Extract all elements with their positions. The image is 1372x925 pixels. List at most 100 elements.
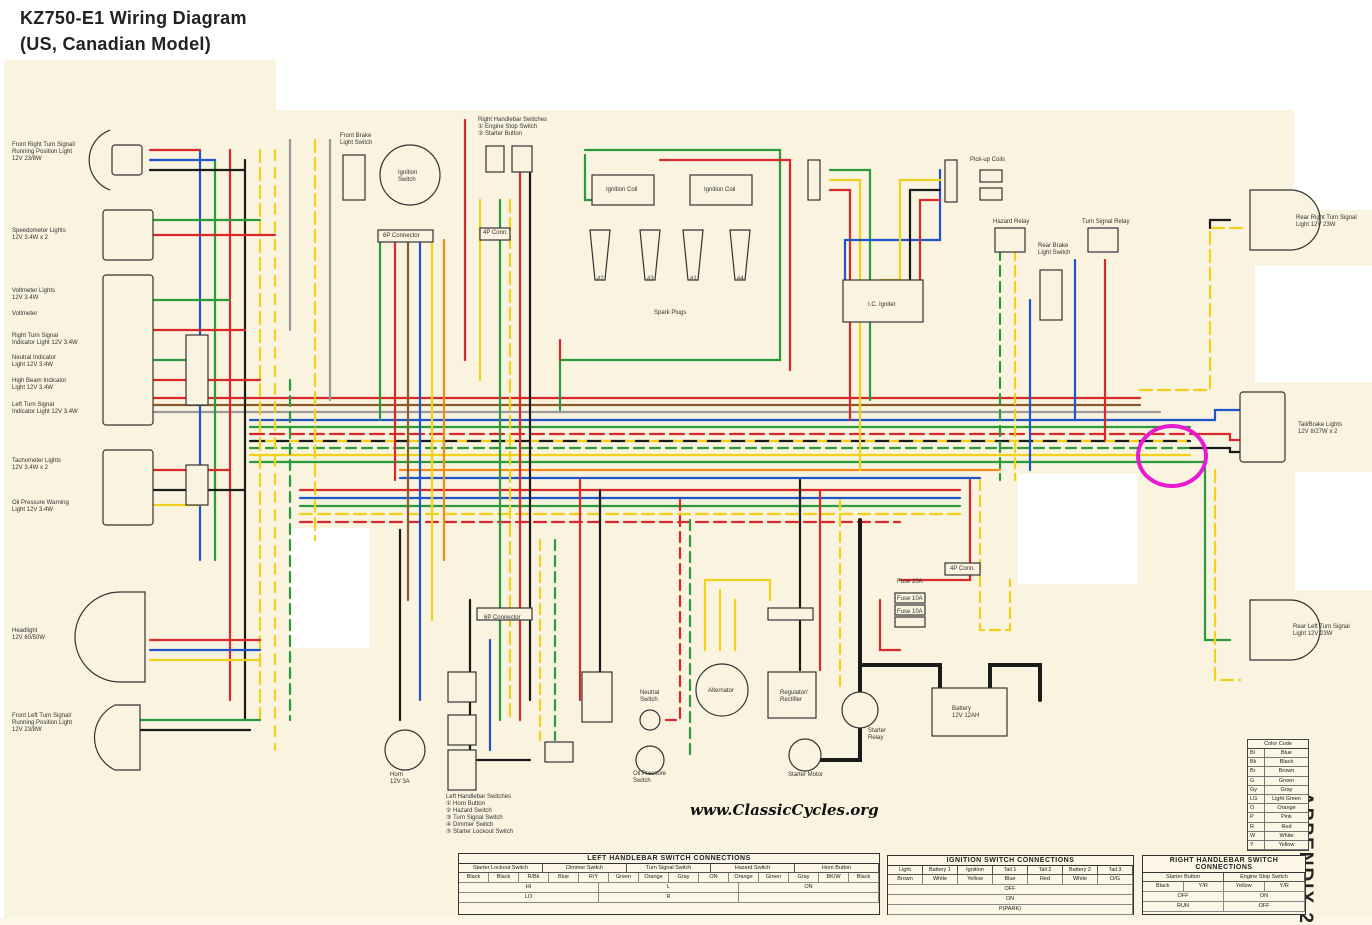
label-line: Ignition [398, 170, 418, 176]
label-4p-top: 4P Conn. [483, 230, 508, 236]
lh-sw-1 [447, 671, 477, 703]
label-rear-left-turn: Rear Left Turn Signal Light 12V 23W [1293, 624, 1350, 638]
label-oil-warning: Oil Pressure Warning Light 12V 3.4W [12, 500, 69, 514]
wire-battery-black [858, 663, 942, 692]
label-plug-3: #3 [647, 276, 654, 282]
label-line: Voltmeter [12, 311, 38, 317]
label-fuse-10a-2: Fuse 10A [897, 609, 923, 615]
paper-edge-right-low [1295, 472, 1372, 590]
rear-right-lamp [1249, 189, 1321, 251]
legend-code: Br [1248, 767, 1265, 776]
label-plug-1: #1 [690, 276, 697, 282]
watermark-text: www.ClassicCycles.org [690, 801, 879, 819]
label-line: Running Position Light [12, 720, 73, 726]
table-group: Battery 2 [1063, 866, 1098, 874]
table-group: Turn Signal Switch [627, 864, 711, 872]
legend-code: Gy [1248, 785, 1265, 794]
wire-alt-1 [703, 578, 772, 602]
oil-switch [635, 745, 665, 775]
label-4p-fuse: 4P Conn. [950, 566, 975, 572]
rear-left-lamp [1249, 599, 1321, 661]
diagram-title: KZ750-E1 Wiring Diagram [20, 8, 247, 28]
label-line: ⑤ Starter Lockout Switch [446, 829, 514, 835]
left-switch-wires: Black Black R/Bk Blue R/Y Green Orange G… [459, 873, 879, 883]
left-switch-groups: Starter Lockout Switch Dimmer Switch Tur… [459, 864, 879, 873]
label-ignition-switch: Ignition Switch [398, 170, 417, 184]
label-line: Relay [868, 735, 884, 741]
legend-code: LG [1248, 794, 1265, 804]
table-cell: Black [489, 873, 519, 882]
table-cell: ON [888, 895, 1133, 904]
label-plug-4: #4 [737, 276, 744, 282]
table-cell: R/Y [579, 873, 609, 882]
components [74, 129, 1321, 791]
4p-conn-top [479, 227, 511, 241]
label-horn: Horn 12V 3A [390, 772, 410, 786]
legend-color: Yellow [1278, 841, 1295, 848]
legend-color: Black [1279, 759, 1294, 766]
turn-relay-box [1087, 227, 1119, 253]
table-cell: P(PARK) [888, 905, 1133, 914]
ignition-coil-2 [689, 174, 753, 206]
tacho-box [102, 449, 154, 526]
table-cell: L [599, 883, 739, 892]
label-line: 12V 60/50W [12, 635, 46, 641]
table-cell: ON [739, 883, 879, 892]
legend-color: Green [1278, 777, 1295, 784]
table-cell: ON [1224, 892, 1305, 901]
6p-conn-lower [476, 607, 533, 621]
label-line: Voltmeter Lights [12, 288, 56, 294]
ignition-coil-1 [591, 174, 655, 206]
tail-brake-box [1239, 391, 1286, 463]
table-group: Engine Stop Switch [1224, 873, 1305, 881]
label-ic-igniter: I.C. Igniter [868, 302, 896, 308]
label-line: Running Position Light [12, 149, 73, 155]
legend-code: O [1248, 804, 1265, 813]
label-spark-plugs: Spark Plugs [654, 310, 687, 316]
6p-conn-reg [767, 607, 814, 621]
label-front-right-turn: Front Right Turn Signal/ Running Positio… [12, 142, 75, 163]
label-line: High Beam Indicator [12, 378, 67, 384]
table-group: Dimmer Switch [543, 864, 627, 872]
fuse-10a-box-1 [894, 604, 926, 616]
label-tachometer: Tachometer Lights 12V 3.4W x 2 [12, 458, 61, 472]
legend-code: W [1248, 831, 1265, 840]
wire-4p-red [828, 188, 852, 422]
label-line: Neutral Indicator [12, 355, 57, 361]
label-battery: Battery 12V 12AH [952, 706, 979, 720]
ignition-table-row: OFF [888, 885, 1133, 895]
label-speedometer: Speedometer Lights 12V 3.4W x 2 [12, 228, 66, 242]
legend-color: Blue [1280, 750, 1292, 756]
label-pickup-coils: Pick-up Coils [970, 157, 1006, 163]
label-rear-right-turn: Rear Right Turn Signal Light 12V 23W [1296, 215, 1357, 229]
table-cell: Yellow [1224, 882, 1265, 891]
wire-bundle [108, 118, 1252, 762]
hazard-switch-box [581, 671, 613, 723]
table-group: Battery 1 [923, 866, 958, 874]
wire-coil-green2 [558, 148, 782, 412]
table-cell: OFF [1143, 892, 1224, 901]
ignition-table-row: P(PARK) [888, 905, 1133, 915]
table-cell: Blue [993, 875, 1028, 884]
ignition-table-cols: Light Battery 1 Ignition Tail 1 Tail 2 B… [888, 866, 1133, 875]
front-left-lamp [93, 704, 141, 771]
table-group: Tail 3 [1098, 866, 1133, 874]
label-line: Front Brake [340, 133, 372, 139]
label-line: ① Horn Button [446, 801, 486, 807]
label-ignition-coil-1: Ignition Coil [606, 187, 638, 193]
label-line: Left Turn Signal [12, 402, 55, 408]
4p-conn-coil [807, 159, 821, 201]
label-line: ③ Turn Signal Switch [446, 815, 503, 821]
label-line: Front Right Turn Signal/ [12, 142, 76, 148]
label-fuse-10a-1: Fuse 10A [897, 596, 923, 602]
label-line: Headlight [12, 628, 38, 634]
table-cell: R [599, 893, 739, 902]
ic-igniter-box [842, 279, 924, 323]
starter-motor-shape [788, 738, 822, 772]
label-line: Battery [952, 706, 972, 712]
table-cell: ON [699, 873, 729, 882]
